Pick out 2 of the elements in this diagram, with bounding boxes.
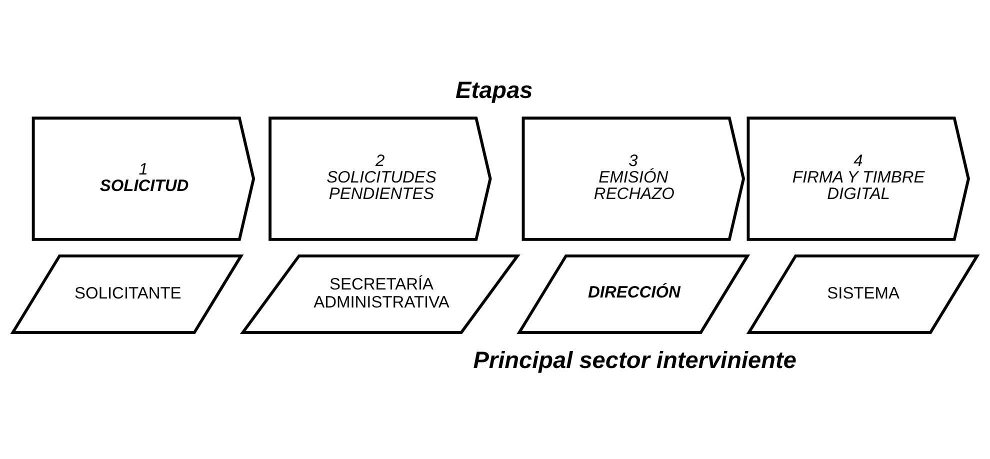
caption: Principal sector interviniente	[473, 346, 796, 372]
diagram-title: Etapas	[456, 76, 533, 103]
